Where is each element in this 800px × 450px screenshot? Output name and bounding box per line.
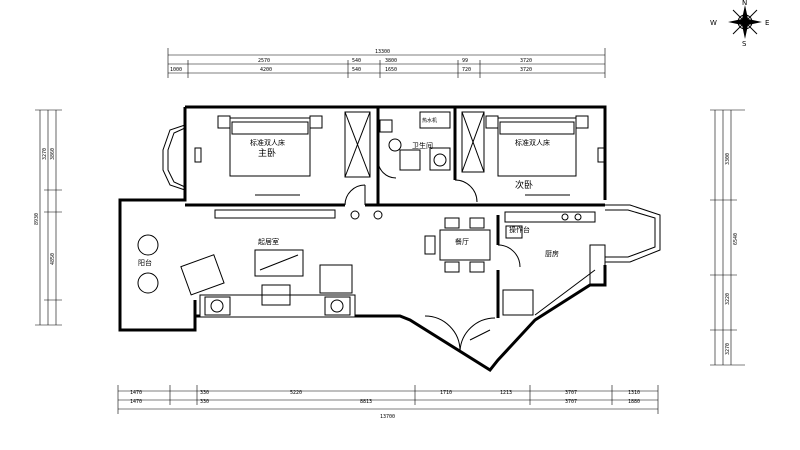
exterior-walls <box>118 105 661 372</box>
top-dim-10: 720 <box>462 67 471 73</box>
compass-w-label: W <box>710 19 717 27</box>
master-bedroom-label: 主卧 <box>258 147 276 159</box>
left-dim-4: 4850 <box>50 253 56 265</box>
bottom-dim-12: 1880 <box>628 399 640 405</box>
bottom-dimensions: 1470 330 5220 1710 1213 3707 1310 1470 3… <box>117 385 659 420</box>
kitchen: 操作台 厨房 <box>502 211 606 316</box>
top-dim-8: 540 <box>352 67 361 73</box>
right-dim-4: 3270 <box>725 343 731 355</box>
top-total-dim: 13300 <box>375 49 390 55</box>
compass-rose-icon: N S E W <box>710 0 769 48</box>
doors <box>344 159 521 352</box>
double-bed-1-label: 标准双人床 <box>250 138 285 147</box>
bottom-dim-2: 330 <box>200 390 209 396</box>
top-dim-1: 2570 <box>258 58 270 64</box>
interior-walls <box>185 107 605 318</box>
bathroom-label: 卫生间 <box>412 141 433 150</box>
bottom-total-dim: 13700 <box>380 414 395 420</box>
bottom-dim-7: 1310 <box>628 390 640 396</box>
master-bedroom: 标准双人床 主卧 <box>194 111 371 196</box>
top-dim-9: 1650 <box>385 67 397 73</box>
compass-n-label: N <box>742 0 747 7</box>
bathroom: 热水机 卫生间 <box>379 111 451 171</box>
top-dim-5: 99 <box>462 58 468 64</box>
balcony-label: 阳台 <box>138 258 152 267</box>
top-dim-4: 3800 <box>385 58 397 64</box>
second-bedroom-label: 次卧 <box>515 179 533 191</box>
bottom-dim-8: 1470 <box>130 399 142 405</box>
right-dim-2: 6540 <box>733 233 739 245</box>
left-dim-1: 3270 <box>42 148 48 160</box>
left-dim-2: 3860 <box>50 148 56 160</box>
water-heater-label: 热水机 <box>422 117 437 124</box>
compass-e-label: E <box>765 19 769 27</box>
bottom-dim-3: 5220 <box>290 390 302 396</box>
top-dimensions: 13300 2570 1000 540 3800 99 3720 4200 54… <box>167 48 606 78</box>
dining-room-label: 餐厅 <box>455 237 469 246</box>
top-dim-6: 3720 <box>520 58 532 64</box>
right-dim-3: 3220 <box>725 293 731 305</box>
living-room: 起居室 阳台 <box>137 209 383 318</box>
right-dim-1: 3300 <box>725 153 731 165</box>
bottom-dim-6: 3707 <box>565 390 577 396</box>
left-dim-3: 8930 <box>34 213 40 225</box>
top-dim-7: 4200 <box>260 67 272 73</box>
bottom-dim-10: 8813 <box>360 399 372 405</box>
bottom-dim-11: 3707 <box>565 399 577 405</box>
double-bed-2-label: 标准双人床 <box>515 138 550 147</box>
bottom-dim-9: 330 <box>200 399 209 405</box>
top-dim-3: 540 <box>352 58 361 64</box>
bottom-dim-5: 1213 <box>500 390 512 396</box>
dining-room: 餐厅 <box>424 217 491 273</box>
top-dim-2: 1000 <box>170 67 182 73</box>
operation-table-label: 操作台 <box>509 225 530 234</box>
right-dimensions: 3300 6540 3220 3270 <box>710 109 745 366</box>
bottom-dim-4: 1710 <box>440 390 452 396</box>
top-dim-11: 3720 <box>520 67 532 73</box>
living-room-label: 起居室 <box>258 237 279 246</box>
second-bedroom: 标准双人床 次卧 <box>461 111 605 196</box>
left-dimensions: 3270 3860 8930 4850 <box>34 109 62 326</box>
kitchen-label: 厨房 <box>545 249 559 258</box>
compass-s-label: S <box>742 40 747 48</box>
bottom-dim-1: 1470 <box>130 390 142 396</box>
